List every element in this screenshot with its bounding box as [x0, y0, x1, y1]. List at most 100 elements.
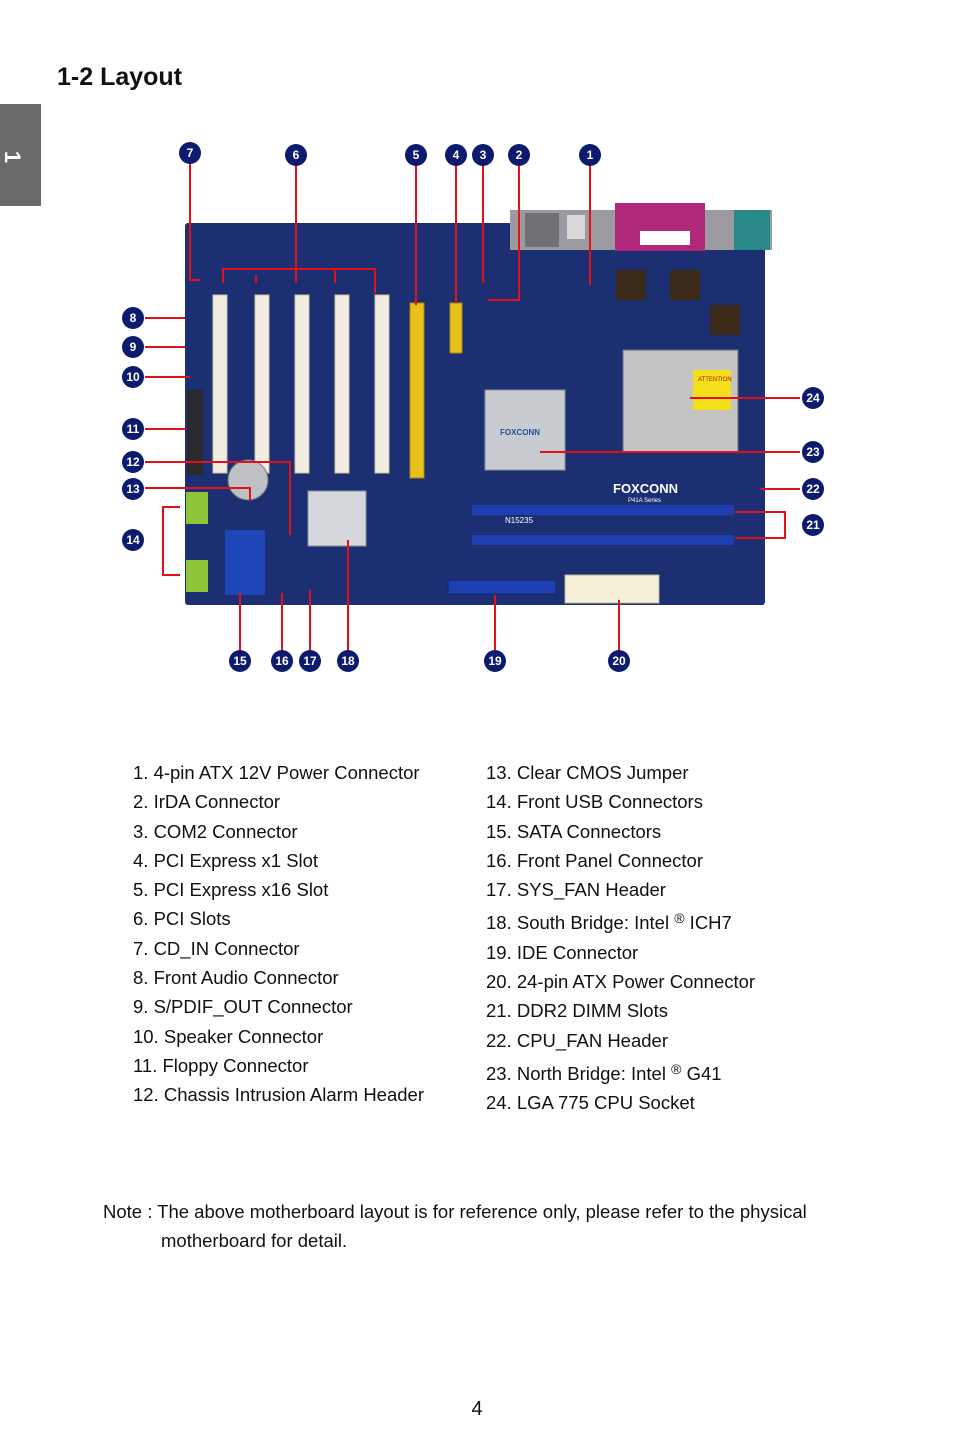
svg-text:16: 16 [275, 654, 289, 668]
pcie-x16-slot [409, 302, 425, 479]
legend-item: 20. 24-pin ATX Power Connector [486, 971, 756, 993]
callout-24: 24 [802, 387, 824, 409]
legend-right-column: 13. Clear CMOS Jumper 14. Front USB Conn… [486, 758, 755, 1118]
legend-item: 12. Chassis Intrusion Alarm Header [133, 1084, 424, 1106]
motherboard-diagram: ATTENTION FOXCONN FOXCONN P41A Series N1… [110, 135, 840, 680]
legend-item: 19. IDE Connector [486, 941, 639, 963]
callout-4: 4 [445, 144, 467, 166]
callout-21: 21 [802, 514, 824, 536]
pcie-x1-slot [449, 302, 463, 354]
south-bridge-heatsink [307, 490, 367, 547]
callout-15: 15 [229, 650, 251, 672]
callout-19: 19 [484, 650, 506, 672]
legend-item: 15. SATA Connectors [486, 820, 662, 842]
legend-left-column: 1. 4-pin ATX 12V Power Connector 2. IrDA… [133, 758, 424, 1110]
board-model-label: P41A Series [628, 498, 661, 504]
legend-item: 10. Speaker Connector [133, 1025, 324, 1047]
svg-text:20: 20 [612, 654, 626, 668]
board-brand-label: FOXCONN [613, 481, 678, 496]
callout-12: 12 [122, 451, 144, 473]
svg-text:6: 6 [293, 148, 300, 162]
svg-text:17: 17 [303, 654, 317, 668]
svg-text:18: 18 [341, 654, 355, 668]
svg-text:9: 9 [130, 340, 137, 354]
callout-20: 20 [608, 650, 630, 672]
legend-item: 16. Front Panel Connector [486, 849, 703, 871]
sticker-label: N15235 [505, 516, 534, 525]
section-title: 1-2 Layout [57, 63, 183, 91]
callout-22: 22 [802, 478, 824, 500]
legend-item: 22. CPU_FAN Header [486, 1029, 669, 1051]
callout-18: 18 [337, 650, 359, 672]
svg-text:22: 22 [806, 482, 820, 496]
legend-item: 7. CD_IN Connector [133, 937, 300, 959]
svg-text:2: 2 [516, 148, 523, 162]
callout-11: 11 [122, 418, 144, 440]
svg-text:8: 8 [130, 311, 137, 325]
svg-text:4: 4 [453, 148, 460, 162]
svg-text:13: 13 [126, 482, 140, 496]
pci-slots [212, 294, 390, 474]
callout-2: 2 [508, 144, 530, 166]
legend-item: 3. COM2 Connector [133, 820, 298, 842]
svg-text:23: 23 [806, 445, 820, 459]
callout-16: 16 [271, 650, 293, 672]
dimm-slot-2 [472, 535, 734, 545]
svg-text:12: 12 [126, 455, 140, 469]
legend-item: 9. S/PDIF_OUT Connector [133, 996, 353, 1018]
callout-7: 7 [179, 142, 201, 164]
attention-label: ATTENTION [698, 377, 732, 383]
legend-item: 17. SYS_FAN Header [486, 879, 666, 901]
callout-8: 8 [122, 307, 144, 329]
svg-text:3: 3 [480, 148, 487, 162]
callout-14: 14 [122, 529, 144, 551]
callout-10: 10 [122, 366, 144, 388]
north-bridge-heatsink [484, 389, 566, 471]
legend-item: 8. Front Audio Connector [133, 967, 339, 989]
callout-5: 5 [405, 144, 427, 166]
legend-item: 2. IrDA Connector [133, 791, 281, 813]
svg-text:15: 15 [233, 654, 247, 668]
callout-1: 1 [579, 144, 601, 166]
svg-text:11: 11 [127, 422, 140, 436]
svg-text:14: 14 [126, 533, 140, 547]
svg-text:10: 10 [126, 370, 140, 384]
svg-text:7: 7 [187, 146, 194, 160]
legend-item-south-bridge: 18. South Bridge: Intel ® ICH7 [486, 910, 732, 934]
legend-item: 6. PCI Slots [133, 908, 231, 930]
legend-item: 21. DDR2 DIMM Slots [486, 1000, 668, 1022]
page-number: 4 [471, 1398, 483, 1420]
legend-item: 4. PCI Express x1 Slot [133, 849, 319, 871]
svg-text:1: 1 [587, 148, 594, 162]
legend-item: 5. PCI Express x16 Slot [133, 879, 329, 901]
chapter-tab: 1 [0, 104, 41, 206]
svg-text:5: 5 [413, 148, 420, 162]
reference-note: Note : The above motherboard layout is f… [103, 1197, 883, 1255]
legend-item: 14. Front USB Connectors [486, 791, 703, 813]
legend-item: 24. LGA 775 CPU Socket [486, 1092, 695, 1114]
callout-17: 17 [299, 650, 321, 672]
callout-leaders [145, 155, 800, 652]
floppy-connector [187, 390, 203, 475]
sata-connectors [225, 530, 265, 595]
svg-text:19: 19 [488, 654, 502, 668]
callout-9: 9 [122, 336, 144, 358]
callout-3: 3 [472, 144, 494, 166]
callout-23: 23 [802, 441, 824, 463]
dimm-slot-1 [472, 505, 734, 515]
legend-item: 1. 4-pin ATX 12V Power Connector [133, 762, 420, 783]
legend-item-north-bridge: 23. North Bridge: Intel ® G41 [486, 1060, 722, 1084]
svg-text:24: 24 [806, 391, 820, 405]
note-line-1: Note : The above motherboard layout is f… [103, 1201, 807, 1222]
atx-power-connector [564, 574, 660, 604]
callout-6: 6 [285, 144, 307, 166]
svg-text:21: 21 [806, 518, 820, 532]
ide-connector [447, 579, 557, 595]
callout-13: 13 [122, 478, 144, 500]
svg-text:FOXCONN: FOXCONN [500, 428, 540, 437]
legend-item: 11. Floppy Connector [133, 1054, 309, 1076]
chapter-tab-number: 1 [0, 150, 26, 164]
legend-item: 13. Clear CMOS Jumper [486, 762, 689, 783]
note-line-2: motherboard for detail. [161, 1230, 348, 1251]
cmos-battery [227, 459, 269, 501]
